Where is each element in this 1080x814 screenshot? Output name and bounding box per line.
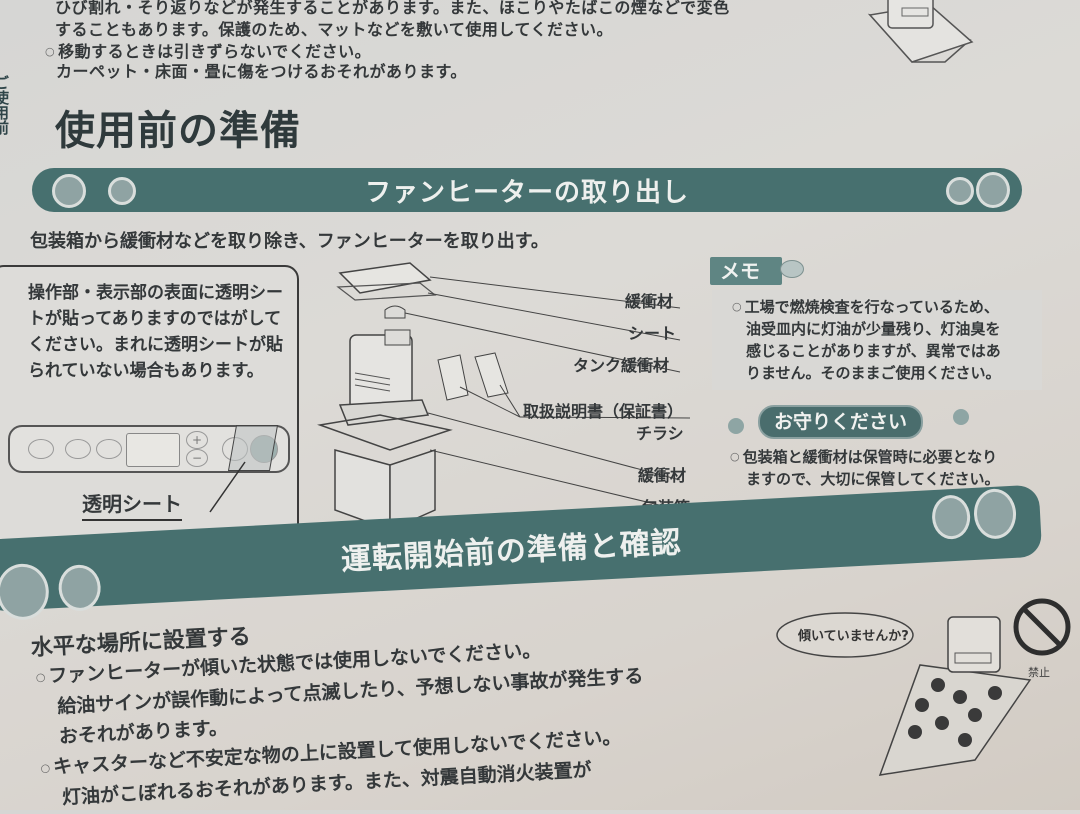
top-text-line-2: することもあります。保護のため、マットなどを敷いて使用してください。 bbox=[55, 20, 613, 39]
decorative-dot-icon bbox=[108, 177, 136, 205]
speech-bubble-text: 傾いていませんか? bbox=[797, 628, 909, 644]
bullet-icon: ○ bbox=[732, 300, 742, 313]
memo-pin-icon bbox=[780, 260, 804, 278]
label-cushion-bottom: 緩衝材 bbox=[638, 466, 687, 485]
callout-text: 操作部・表示部の表面に透明シートが貼ってありますのではがしてください。まれに透明… bbox=[28, 283, 283, 381]
label-flyer: チラシ bbox=[636, 424, 684, 443]
bullet-icon: ○ bbox=[45, 45, 56, 58]
bullet-icon: ○ bbox=[35, 670, 46, 684]
tilted-heater-illustration: 傾いていませんか? bbox=[776, 598, 1071, 776]
label-sheet: シート bbox=[628, 324, 677, 343]
side-tab: ご使用前 bbox=[0, 75, 10, 135]
obey-line: ますので、大切に保管してください。 bbox=[746, 470, 1000, 488]
decorative-dot-icon bbox=[972, 487, 1018, 540]
label-cushion-top: 緩衝材 bbox=[625, 292, 674, 311]
decorative-dot-icon bbox=[728, 418, 744, 434]
top-text-line-4: カーペット・床面・畳に傷をつけるおそれがあります。 bbox=[56, 62, 467, 81]
panel-button-icon bbox=[65, 439, 91, 459]
decorative-dot-icon bbox=[946, 177, 974, 205]
top-text-line-3: ○移動するときは引きずらないでください。 bbox=[45, 38, 371, 62]
please-observe-text: ○包装箱と緩衝材は保管時に必要となり ますので、大切に保管してください。 bbox=[730, 446, 1000, 490]
memo-tag: メモ bbox=[710, 257, 782, 285]
panel-display-icon bbox=[126, 433, 180, 467]
memo-line: 工場で燃焼検査を行なっているため、 bbox=[744, 298, 999, 316]
memo-line: 油受皿内に灯油が少量残り、灯油臭を bbox=[746, 320, 1001, 338]
transparent-sheet-label: 透明シート bbox=[82, 488, 182, 521]
top-text-line-3-label: 移動するときは引きずらないでください。 bbox=[58, 42, 372, 61]
page-title: 使用前の準備 bbox=[55, 108, 301, 154]
section-header-unpacking: ファンヒーターの取り出し bbox=[32, 168, 1022, 212]
heater-on-mat-illustration bbox=[867, 0, 974, 63]
obey-line: 包装箱と緩衝材は保管時に必要となり bbox=[742, 448, 998, 466]
bullet-icon: ○ bbox=[730, 450, 740, 463]
memo-line: りません。そのままご使用ください。 bbox=[746, 364, 1001, 382]
bullet-icon: ○ bbox=[40, 761, 51, 775]
decorative-dot-icon bbox=[0, 562, 51, 622]
unpacking-diagram bbox=[317, 262, 691, 532]
decorative-dot-icon bbox=[57, 563, 102, 612]
memo-text: ○工場で燃焼検査を行なっているため、 油受皿内に灯油が少量残り、灯油臭を 感じる… bbox=[732, 296, 1001, 384]
leader-line bbox=[209, 461, 246, 513]
panel-button-icon bbox=[96, 439, 122, 459]
label-tank-cushion: タンク緩衝材 bbox=[573, 356, 670, 375]
section-intro: 包装箱から緩衝材などを取り除き、ファンヒーターを取り出す。 bbox=[30, 231, 549, 252]
prohibited-label: 禁止 bbox=[1028, 666, 1050, 679]
decorative-dot-icon bbox=[931, 494, 972, 541]
panel-button-icon bbox=[28, 439, 54, 459]
memo-box bbox=[712, 290, 1042, 390]
transparent-sheet-callout bbox=[0, 265, 299, 544]
label-manual-warranty: 取扱説明書（保証書） bbox=[523, 402, 684, 421]
minus-button-icon: − bbox=[186, 449, 208, 467]
level-place-body: ○ファンヒーターが傾いた状態では使用しないでください。 給油サインが誤作動によっ… bbox=[35, 630, 649, 814]
top-text-line-1: ひび割れ・そり返りなどが発生することがあります。また、ほこりやたばこの煙などで変… bbox=[55, 0, 730, 17]
decorative-dot-icon bbox=[976, 172, 1010, 208]
plus-button-icon: + bbox=[186, 431, 208, 449]
decorative-dot-icon bbox=[953, 409, 969, 425]
please-observe-badge: お守りください bbox=[758, 405, 924, 439]
section-title-pre-operation: 運転開始前の準備と確認 bbox=[340, 525, 683, 579]
memo-line: 感じることがありますが、異常ではあ bbox=[746, 342, 1001, 360]
section-title-unpacking: ファンヒーターの取り出し bbox=[364, 177, 689, 208]
decorative-dot-icon bbox=[52, 174, 86, 208]
